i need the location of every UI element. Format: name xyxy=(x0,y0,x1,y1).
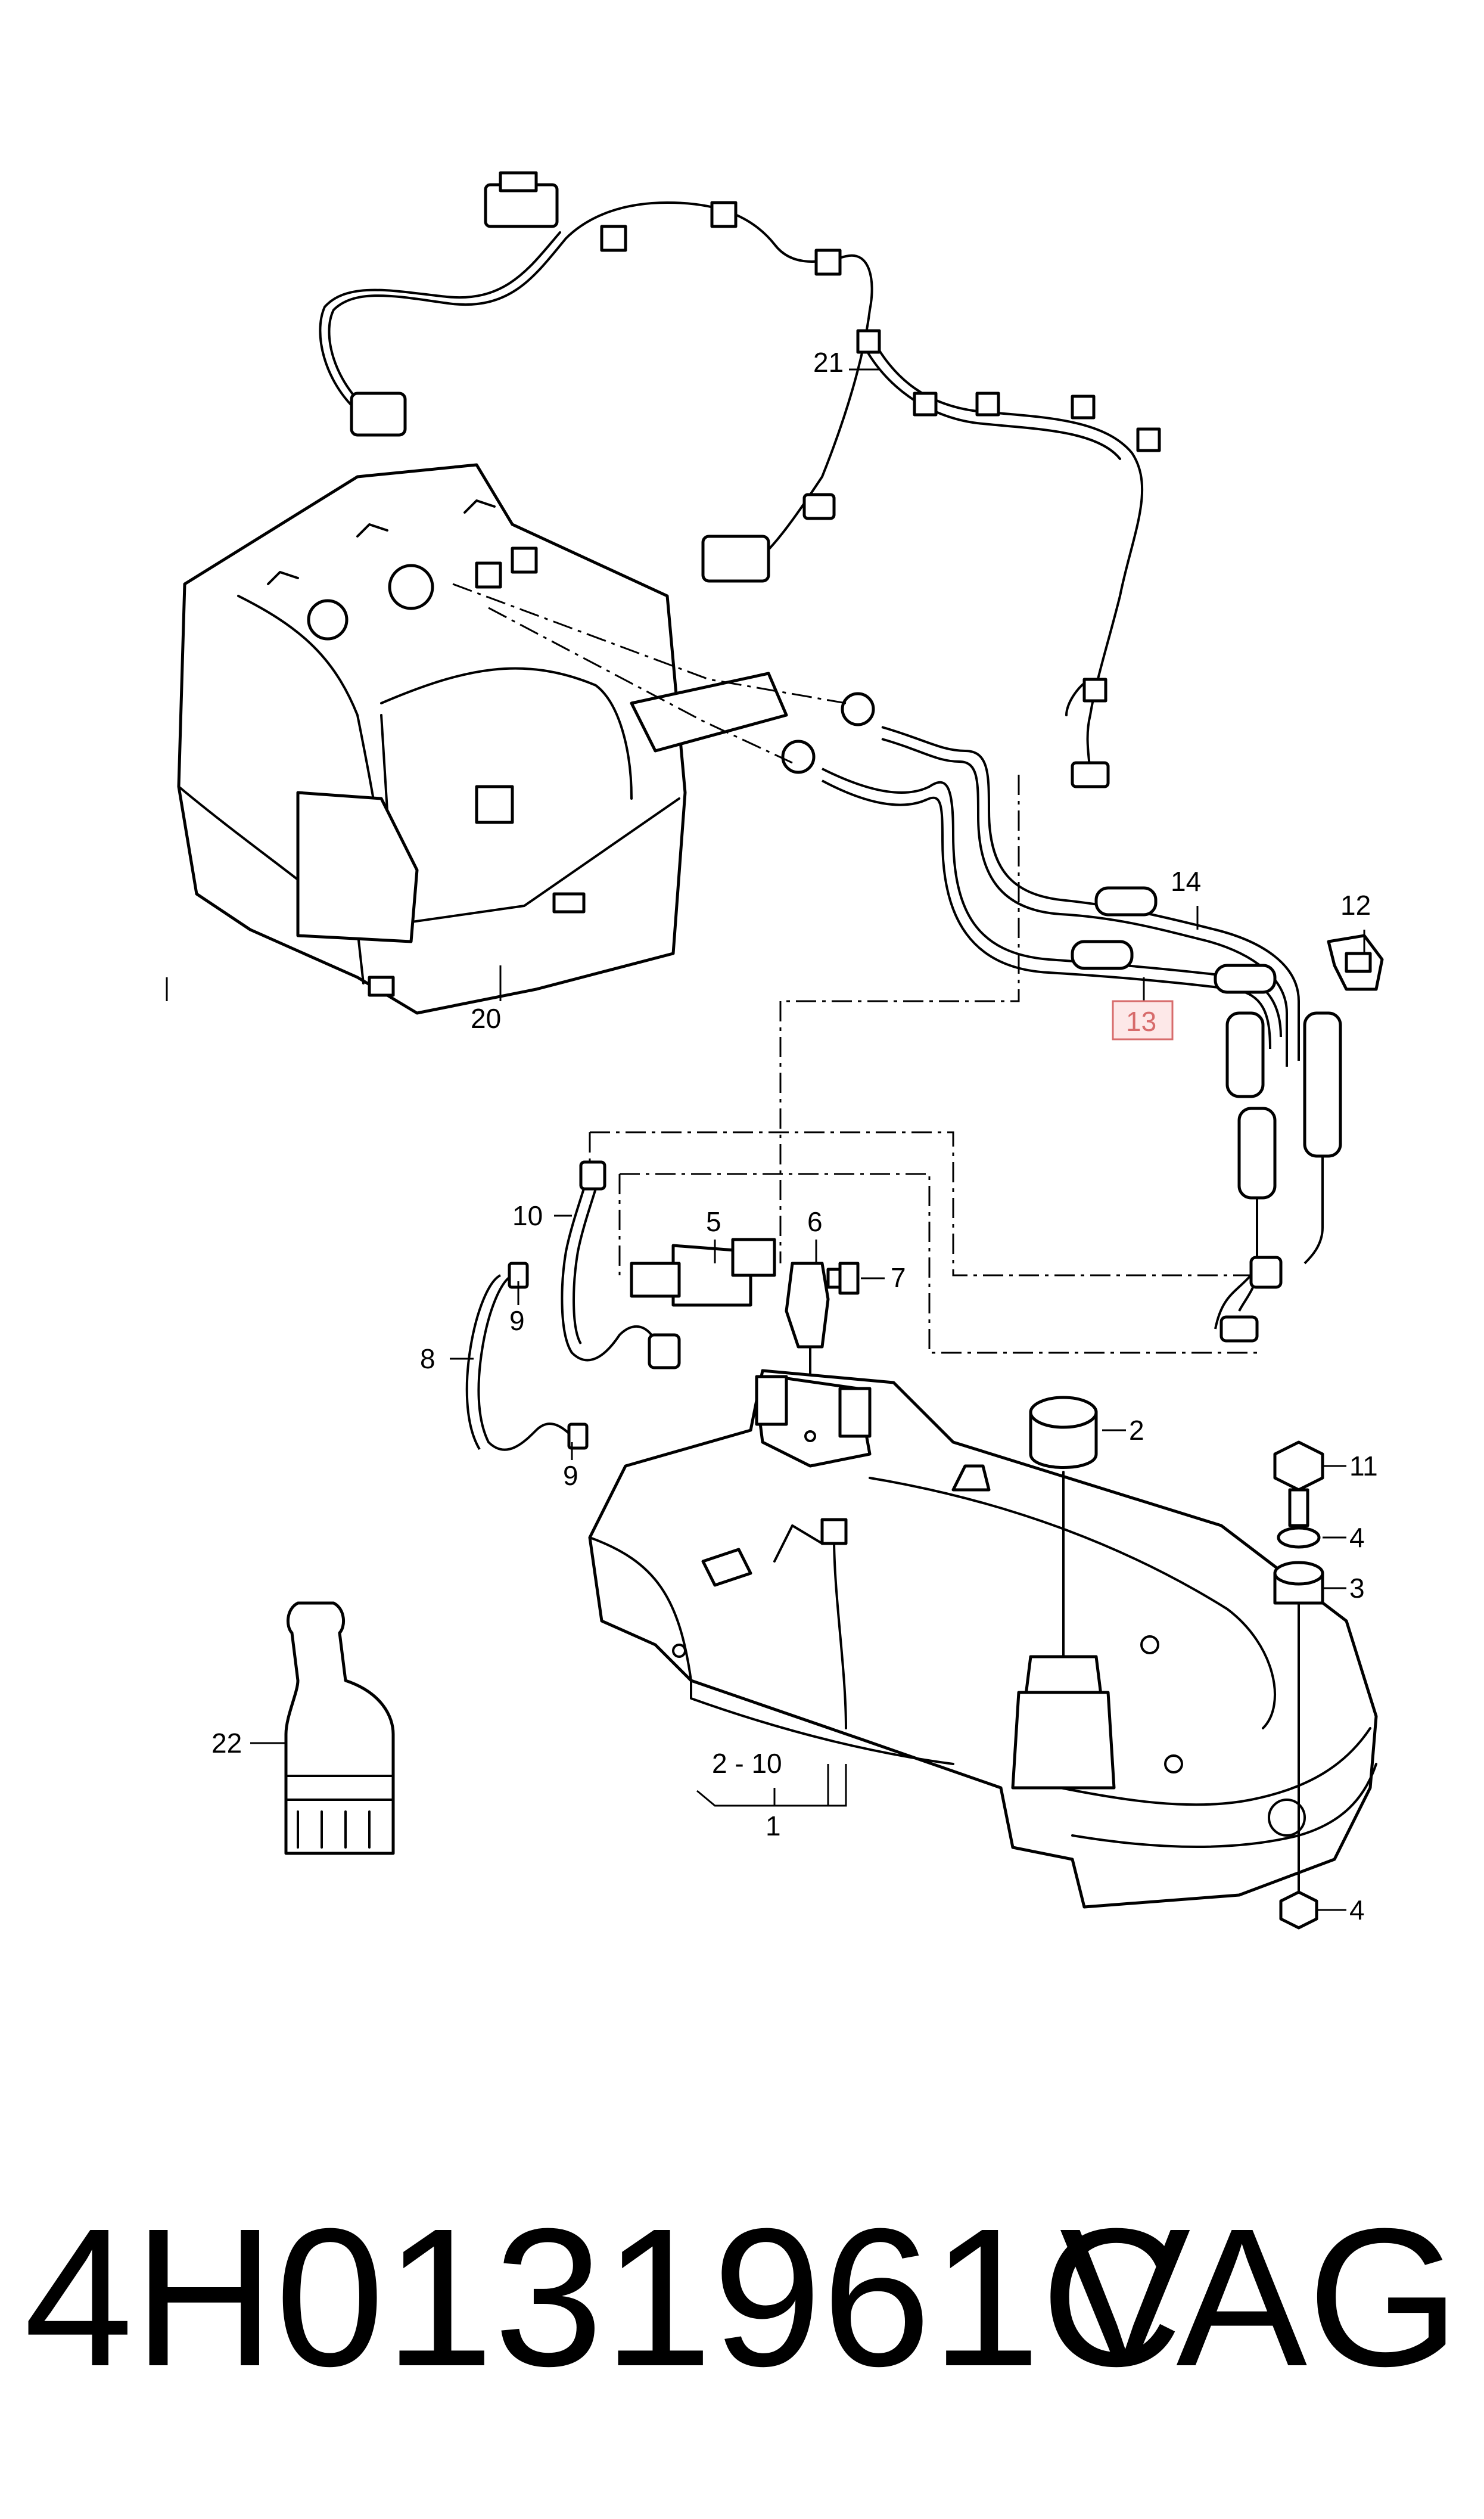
label-4-upper: 4 xyxy=(1349,1522,1365,1553)
label-10: 10 xyxy=(512,1200,543,1231)
label-11: 11 xyxy=(1349,1450,1378,1481)
label-21: 21 xyxy=(813,347,844,378)
label-14: 14 xyxy=(1171,866,1201,897)
label-5: 5 xyxy=(706,1206,721,1237)
label-12: 12 xyxy=(1340,890,1371,921)
label-2-10: 2 - 10 xyxy=(712,1748,782,1779)
part-number: 4H0131961C xyxy=(24,2187,1183,2407)
grommet-3 xyxy=(1273,1561,1324,1605)
clip-12 xyxy=(1327,934,1384,991)
label-2: 2 xyxy=(1129,1415,1144,1446)
label-13: 13 xyxy=(1126,1006,1156,1037)
label-4-lower: 4 xyxy=(1349,1894,1365,1925)
pump-assembly xyxy=(465,1160,860,1451)
washer-fluid-bottle xyxy=(284,1601,395,1855)
label-3: 3 xyxy=(1349,1573,1365,1604)
leader-dashes xyxy=(452,583,1263,1354)
label-22: 22 xyxy=(211,1728,242,1759)
label-7: 7 xyxy=(891,1262,906,1293)
wiring-harness xyxy=(319,171,1161,788)
brand-name: VAG xyxy=(1059,2187,1460,2407)
label-9-lower: 9 xyxy=(563,1460,578,1491)
washer-4-top xyxy=(1277,1526,1321,1549)
callout-lines xyxy=(166,368,1365,1911)
highlight-box-13 xyxy=(1112,1000,1174,1040)
nut-4-bottom xyxy=(1279,1890,1318,1930)
main-tank xyxy=(588,1369,1378,1909)
washer-reservoir xyxy=(177,463,788,1015)
label-8: 8 xyxy=(420,1343,435,1374)
label-20: 20 xyxy=(471,1003,501,1034)
bolt-11 xyxy=(1273,1440,1324,1527)
label-9-upper: 9 xyxy=(509,1305,525,1336)
label-1: 1 xyxy=(766,1810,781,1841)
tank-cap xyxy=(1029,1396,1098,1658)
washer-hoses xyxy=(781,692,1342,1343)
label-6: 6 xyxy=(807,1206,823,1237)
